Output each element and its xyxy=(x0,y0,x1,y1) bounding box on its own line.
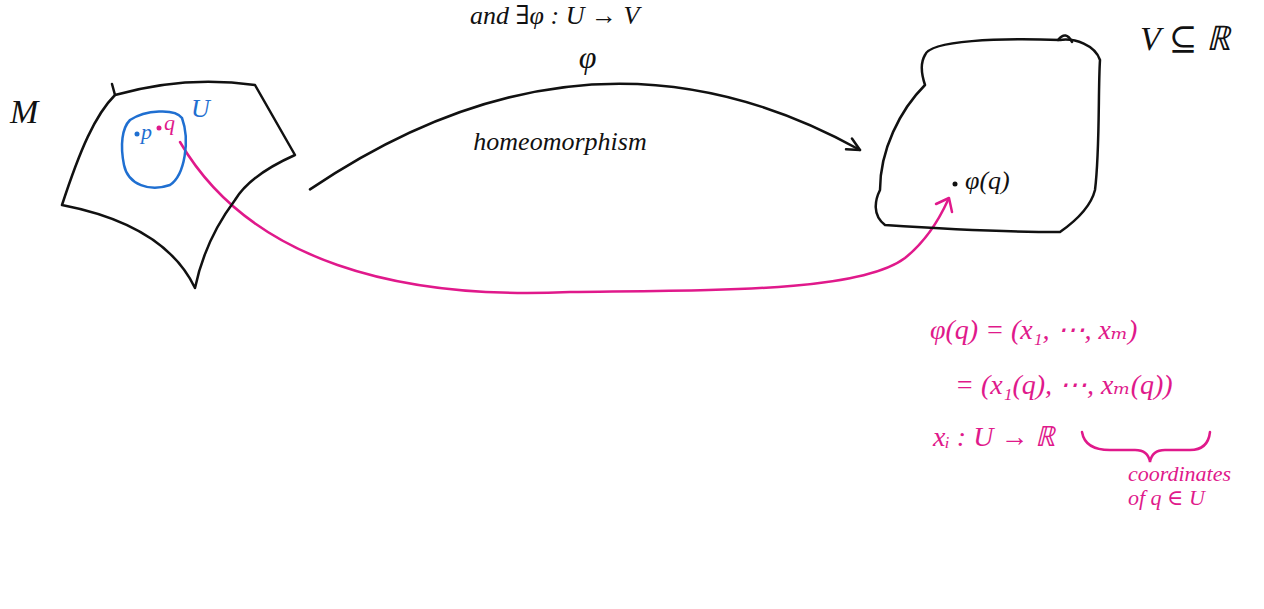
map-description: homeomorphism xyxy=(473,128,646,157)
map-arrow xyxy=(310,84,860,190)
underbrace xyxy=(1082,432,1210,462)
coordinate-formula: = (x₁(q), ⋯, xₘ(q)) xyxy=(955,370,1173,401)
point-name: q xyxy=(164,111,175,135)
set-name: U xyxy=(191,95,210,124)
coordinate-function: xᵢ : U → ℝ xyxy=(933,422,1055,453)
point-dot xyxy=(953,182,958,187)
manifold-region: M Upq xyxy=(5,75,310,295)
outline-squiggle xyxy=(1058,35,1072,42)
point-name: p xyxy=(141,120,152,144)
image-set: V ⊆ ℝ φ(q) xyxy=(865,15,1260,240)
coordinate-formula: φ(q) = (x₁, ⋯, xₘ) xyxy=(930,315,1137,346)
point-dot xyxy=(135,132,140,137)
image-set-outline xyxy=(876,39,1100,232)
mapping-arrowhead xyxy=(936,198,952,212)
map-name: φ xyxy=(579,40,597,75)
arrow-line xyxy=(310,84,860,190)
statement-fragment: and ∃φ : U → V xyxy=(470,2,639,31)
brace-note: coordinates of q ∈ U xyxy=(1128,462,1246,510)
image-point: φ(q) xyxy=(965,167,1010,196)
open-set: Upq xyxy=(115,95,225,195)
manifold-name: M xyxy=(10,93,38,130)
mapping-curve xyxy=(180,142,948,293)
point-dot xyxy=(157,126,162,131)
open-set-outline xyxy=(122,111,186,187)
manifold-outline xyxy=(62,82,295,288)
set-name: V ⊆ ℝ xyxy=(1140,20,1230,57)
shape-outline xyxy=(5,75,310,295)
arrowhead xyxy=(846,139,860,150)
manifold-tick xyxy=(112,84,115,95)
